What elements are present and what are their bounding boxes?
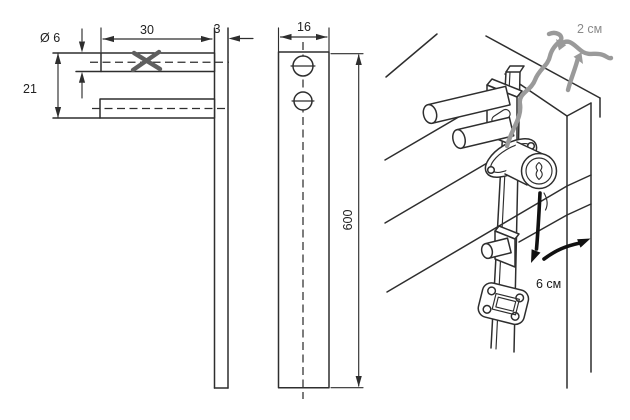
dim-strip-thickness-label: 3 <box>214 22 221 36</box>
assembly-view: 6 см 2 см <box>384 22 614 389</box>
locking-pin-upper <box>422 85 511 125</box>
dim-strip-width-label: 16 <box>297 20 311 34</box>
strip-hole-top <box>290 55 316 77</box>
cam-lock <box>484 138 558 190</box>
dim-pin-length: 30 <box>100 23 213 53</box>
lock-distance-note: 6 см <box>536 277 561 291</box>
lock-distance-arrows <box>531 191 591 263</box>
strip-hole-bottom <box>291 91 315 111</box>
dim-pin-span-label: 21 <box>23 82 37 96</box>
gap-note: 2 см <box>577 22 602 36</box>
dim-pin-length-label: 30 <box>140 23 154 37</box>
dim-strip-length: 600 <box>330 53 364 389</box>
cabinet-diagonals <box>384 114 592 293</box>
latch-pin <box>480 237 512 260</box>
gap-sketch-annotation <box>504 30 614 149</box>
keyway <box>535 161 543 181</box>
dim-pin-span: 21 <box>23 52 62 119</box>
lower-pin <box>52 98 229 119</box>
dim-strip-length-label: 600 <box>341 210 355 231</box>
x-mark <box>130 49 163 73</box>
front-view: 16 600 <box>277 20 364 399</box>
dim-pin-diameter: Ø 6 <box>40 28 86 99</box>
side-view: 30 3 Ø 6 21 <box>23 22 254 389</box>
dim-strip-width: 16 <box>277 20 330 53</box>
flange-screw-hole <box>486 165 496 175</box>
strip-edge <box>213 27 229 389</box>
dim-strip-thickness: 3 <box>214 22 254 42</box>
lock-cylinder-face <box>520 152 558 190</box>
locking-pin-lower <box>452 116 515 150</box>
dim-pin-diameter-label: Ø 6 <box>40 31 60 45</box>
strike-plate <box>477 282 530 326</box>
